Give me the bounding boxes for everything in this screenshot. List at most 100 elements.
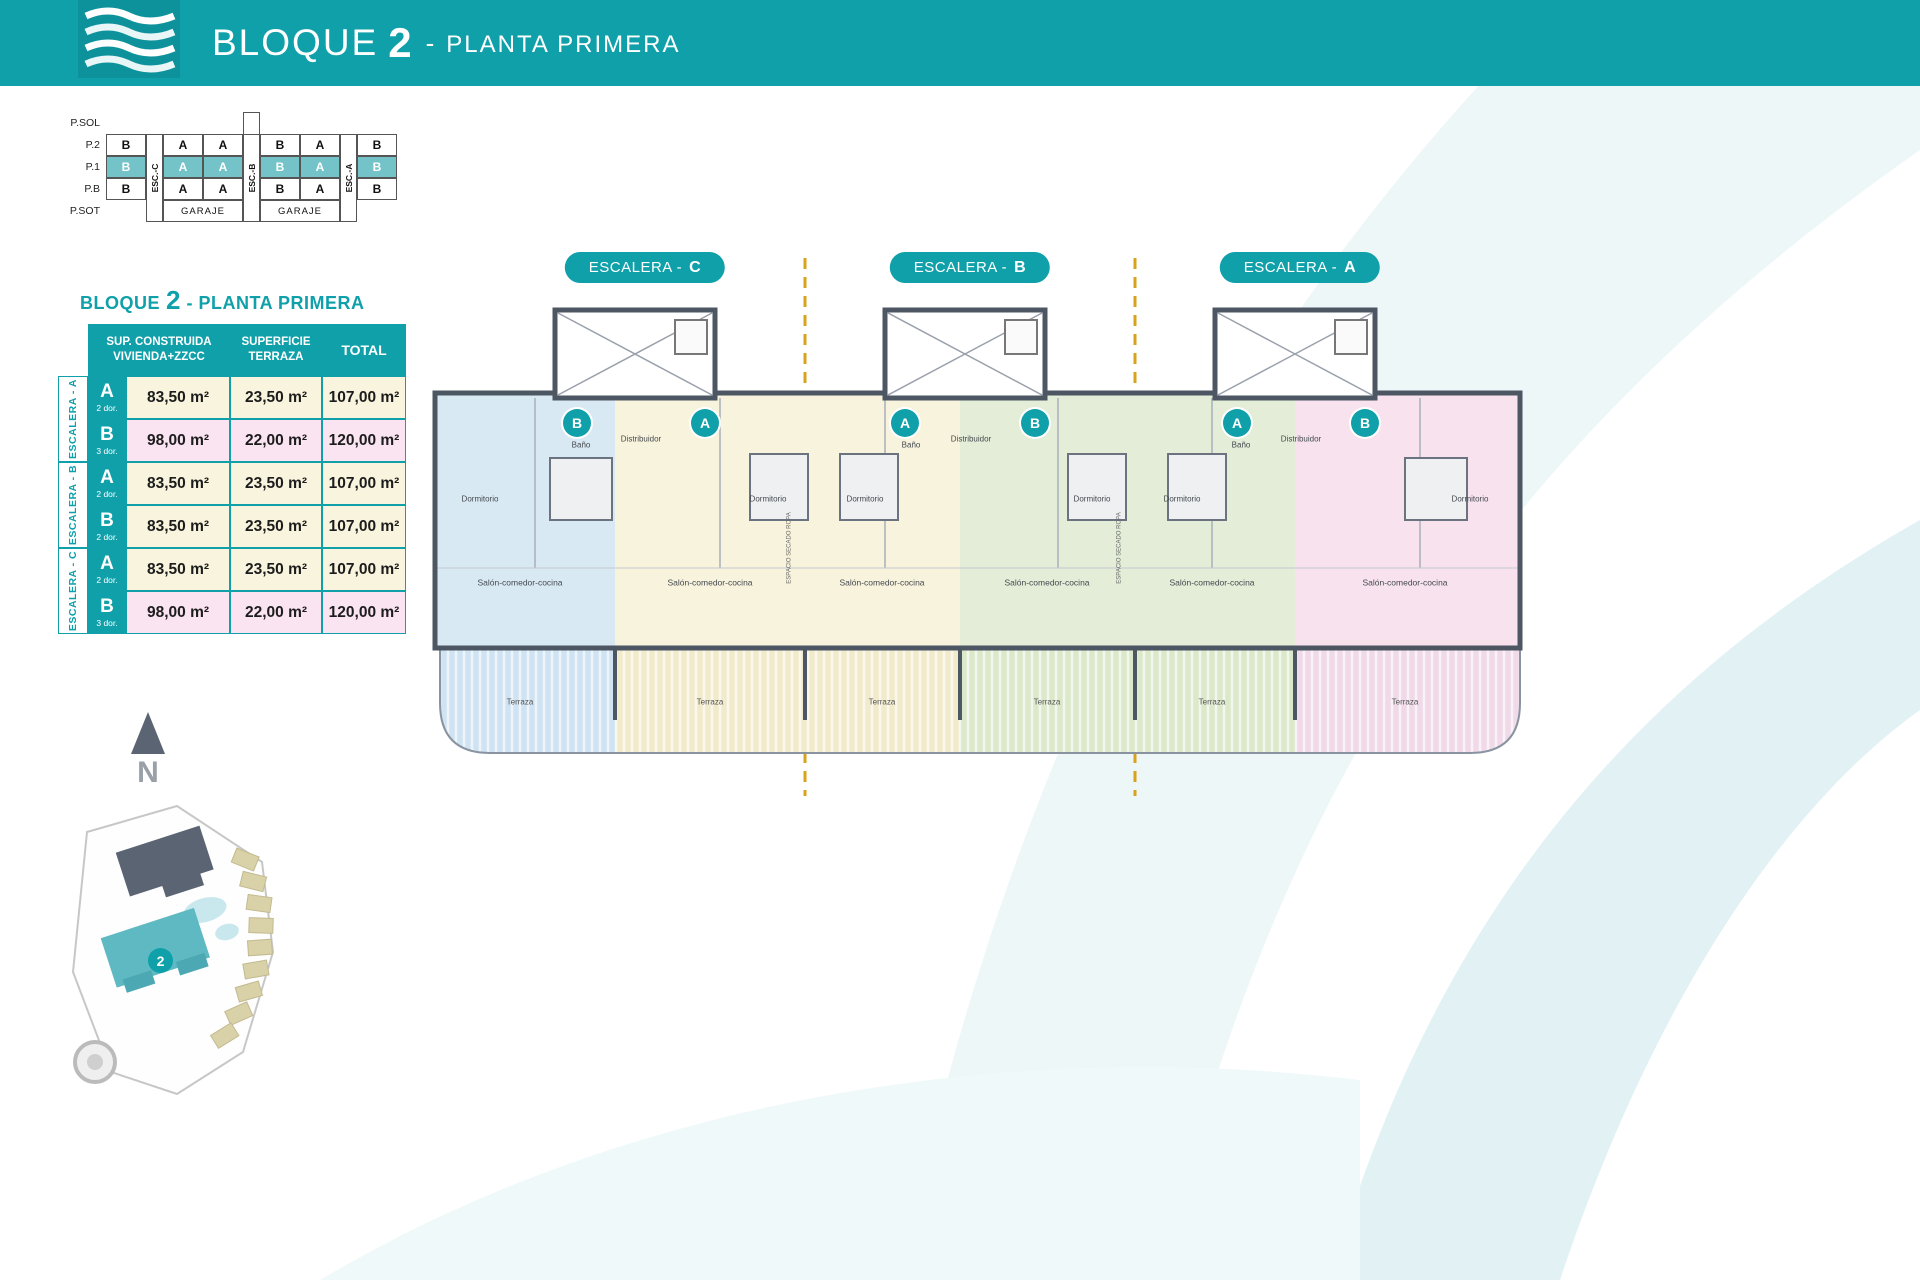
room-label-bano: Baño xyxy=(901,440,921,450)
floor-label-psot: P.SOT xyxy=(69,205,100,217)
terrace-label: Terraza xyxy=(1033,697,1061,707)
room-label-dormitorio: Dormitorio xyxy=(749,494,787,504)
value-terraza: 23,50 m² xyxy=(230,505,322,548)
terrace-label: Terraza xyxy=(696,697,724,707)
stack-cell-highlight: A xyxy=(300,156,340,178)
building-stack-diagram: P.SOL P.2 B A A B A B P.1 B A A B A B P.… xyxy=(58,112,397,222)
stack-cell: A xyxy=(300,134,340,156)
title-block: BLOQUE xyxy=(212,22,379,63)
header-bar: BLOQUE 2 - PLANTA PRIMERA xyxy=(0,0,1920,86)
value-terraza: 22,00 m² xyxy=(230,591,322,634)
room-label-distribuidor: Distribuidor xyxy=(950,434,992,444)
terrace-label: Terraza xyxy=(506,697,534,707)
room-label-dormitorio: Dormitorio xyxy=(1073,494,1111,504)
floor-label-pb: P.B xyxy=(84,183,100,195)
stack-cell: A xyxy=(300,178,340,200)
room-label-distribuidor: Distribuidor xyxy=(1280,434,1322,444)
stack-cell: B xyxy=(260,178,300,200)
room-label-dormitorio: Dormitorio xyxy=(1451,494,1489,504)
value-construida: 98,00 m² xyxy=(126,591,230,634)
stack-cell: B xyxy=(260,134,300,156)
stack-cell: B xyxy=(357,134,397,156)
floor-label-p1: P.1 xyxy=(85,161,100,173)
floor-plan-drawing xyxy=(432,258,1523,796)
value-terraza: 23,50 m² xyxy=(230,548,322,591)
stack-cell: B xyxy=(106,178,146,200)
unit-badge: B xyxy=(563,409,591,437)
esc-a-label: ESC.-A xyxy=(340,134,357,222)
unit-badge: A xyxy=(691,409,719,437)
escalera-b-badge: ESCALERA -B xyxy=(889,252,1051,283)
stack-cell: A xyxy=(203,178,243,200)
area-table-title: BLOQUE 2 - PLANTA PRIMERA xyxy=(80,285,406,316)
floor-label-psol: P.SOL xyxy=(70,117,100,129)
floor-plan: ESCALERA -C ESCALERA -B ESCALERA -A B A … xyxy=(420,248,1540,808)
value-total: 107,00 m² xyxy=(322,505,406,548)
value-construida: 98,00 m² xyxy=(126,419,230,462)
stack-cell-highlight: B xyxy=(106,156,146,178)
site-block-2-badge: 2 xyxy=(148,948,173,973)
escalera-c-badge: ESCALERA -C xyxy=(564,252,726,283)
value-total: 107,00 m² xyxy=(322,548,406,591)
unit-badge: B xyxy=(1351,409,1379,437)
value-construida: 83,50 m² xyxy=(126,505,230,548)
floor-label-p2: P.2 xyxy=(85,139,100,151)
stack-cell: A xyxy=(203,134,243,156)
esc-c-label: ESC.-C xyxy=(146,134,163,222)
value-total: 107,00 m² xyxy=(322,376,406,419)
title-number: 2 xyxy=(388,19,412,66)
site-building-bloque2 xyxy=(100,907,210,993)
page-title: BLOQUE 2 - PLANTA PRIMERA xyxy=(212,0,681,86)
value-terraza: 23,50 m² xyxy=(230,376,322,419)
table-corner-empty xyxy=(58,324,88,376)
room-label-bano: Baño xyxy=(571,440,591,450)
value-construida: 83,50 m² xyxy=(126,462,230,505)
stack-cell: A xyxy=(163,134,203,156)
secado-label: ESPACIO SECADO ROPA xyxy=(786,512,793,584)
logo-waves-icon xyxy=(78,0,180,78)
area-table-section: BLOQUE 2 - PLANTA PRIMERA SUP. CONSTRUID… xyxy=(58,285,406,634)
secado-label: ESPACIO SECADO ROPA xyxy=(1116,512,1123,584)
table-title-prefix: BLOQUE xyxy=(80,293,161,313)
garage-cell: GARAJE xyxy=(163,200,243,222)
north-arrow-icon: N xyxy=(118,712,178,790)
room-label-salon: Salón-comedor-cocina xyxy=(1169,577,1255,588)
value-construida: 83,50 m² xyxy=(126,548,230,591)
group-label-escalera-a: ESCALERA - A xyxy=(58,376,88,462)
stack-cell-highlight: A xyxy=(203,156,243,178)
table-title-suffix: - PLANTA PRIMERA xyxy=(186,293,365,313)
value-total: 120,00 m² xyxy=(322,419,406,462)
stack-cell: B xyxy=(106,134,146,156)
stack-cell-highlight: B xyxy=(357,156,397,178)
unit-badge: A xyxy=(891,409,919,437)
site-plan xyxy=(71,804,275,1096)
north-letter: N xyxy=(137,756,159,789)
site-buildings-beige xyxy=(209,847,274,1049)
room-label-salon: Salón-comedor-cocina xyxy=(477,577,563,588)
room-label-dormitorio: Dormitorio xyxy=(1163,494,1201,504)
stack-cell-highlight: B xyxy=(260,156,300,178)
terrace-label: Terraza xyxy=(1391,697,1419,707)
stack-cell-highlight: A xyxy=(163,156,203,178)
table-title-number: 2 xyxy=(166,285,181,315)
value-terraza: 22,00 m² xyxy=(230,419,322,462)
stair-tower-cell xyxy=(243,112,260,134)
room-label-salon: Salón-comedor-cocina xyxy=(667,577,753,588)
title-floor: PLANTA PRIMERA xyxy=(446,31,681,58)
room-label-salon: Salón-comedor-cocina xyxy=(839,577,925,588)
room-label-dormitorio: Dormitorio xyxy=(846,494,884,504)
garage-cell: GARAJE xyxy=(260,200,340,222)
unit-badge: B xyxy=(1021,409,1049,437)
value-total: 120,00 m² xyxy=(322,591,406,634)
terrace-label: Terraza xyxy=(868,697,896,707)
terrace-label: Terraza xyxy=(1198,697,1226,707)
escalera-a-badge: ESCALERA -A xyxy=(1219,252,1381,283)
room-label-distribuidor: Distribuidor xyxy=(620,434,662,444)
